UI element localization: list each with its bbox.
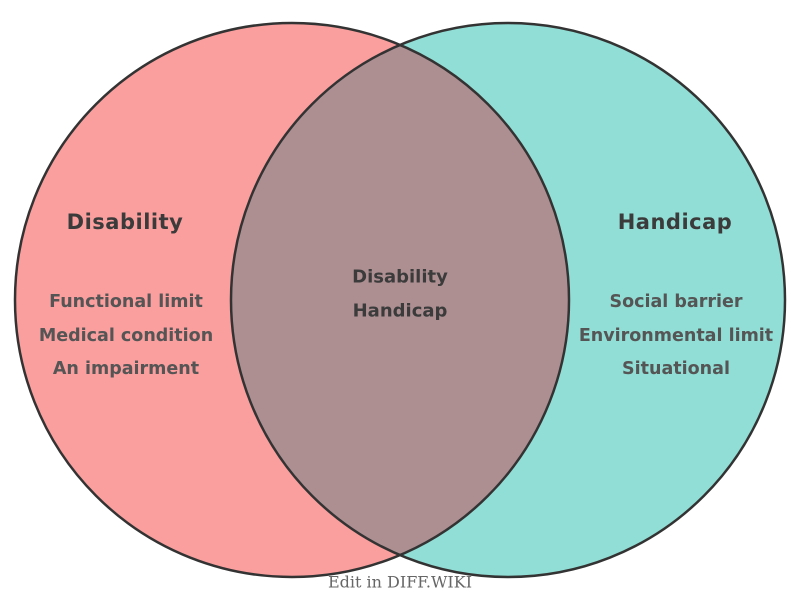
right-set-item: Social barrier bbox=[609, 292, 743, 312]
right-set-item: Situational bbox=[622, 359, 730, 379]
left-set-item: Medical condition bbox=[38, 326, 214, 346]
right-set-title: Handicap bbox=[617, 210, 733, 234]
right-set-item: Environmental limit bbox=[578, 326, 774, 346]
left-set-item: Functional limit bbox=[49, 292, 203, 312]
overlap-item: Handicap bbox=[352, 300, 448, 322]
left-circle-outline bbox=[13, 21, 571, 579]
overlap-lens bbox=[231, 23, 569, 577]
edit-in-diffwiki-link[interactable]: Edit in DIFF.WIKI bbox=[327, 572, 473, 592]
overlap-item: Disability bbox=[352, 266, 448, 288]
right-circle-outline bbox=[229, 21, 787, 579]
left-set-item: An impairment bbox=[52, 359, 200, 379]
left-set-title: Disability bbox=[66, 210, 184, 234]
